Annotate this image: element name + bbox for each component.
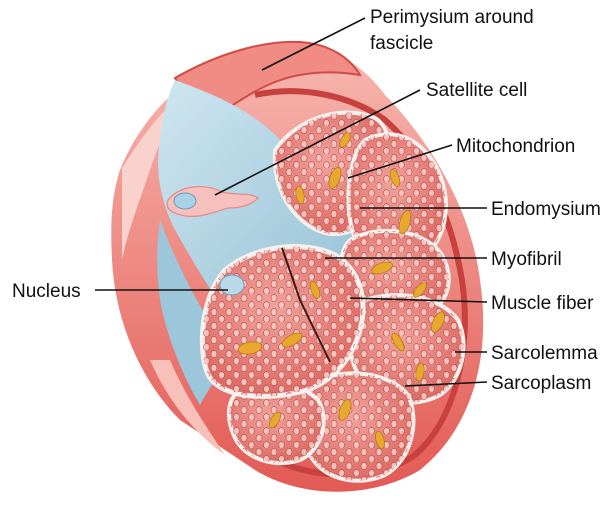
label-sarcolemma: Sarcolemma bbox=[491, 343, 598, 364]
fascicle-illustration bbox=[111, 42, 483, 492]
label-satellite-cell: Satellite cell bbox=[426, 80, 527, 101]
label-mitochondrion: Mitochondrion bbox=[456, 136, 575, 157]
label-myofibril: Myofibril bbox=[491, 249, 562, 270]
label-muscle-fiber: Muscle fiber bbox=[491, 293, 594, 314]
label-endomysium: Endomysium bbox=[491, 199, 601, 220]
label-sarcoplasm: Sarcoplasm bbox=[491, 373, 591, 394]
label-perimysium-line2: fascicle bbox=[370, 33, 433, 54]
label-nucleus: Nucleus bbox=[12, 281, 81, 302]
fiber-nucleus bbox=[220, 275, 244, 295]
satellite-cell-nucleus bbox=[174, 193, 196, 209]
label-perimysium-line1: Perimysium around bbox=[370, 7, 534, 28]
